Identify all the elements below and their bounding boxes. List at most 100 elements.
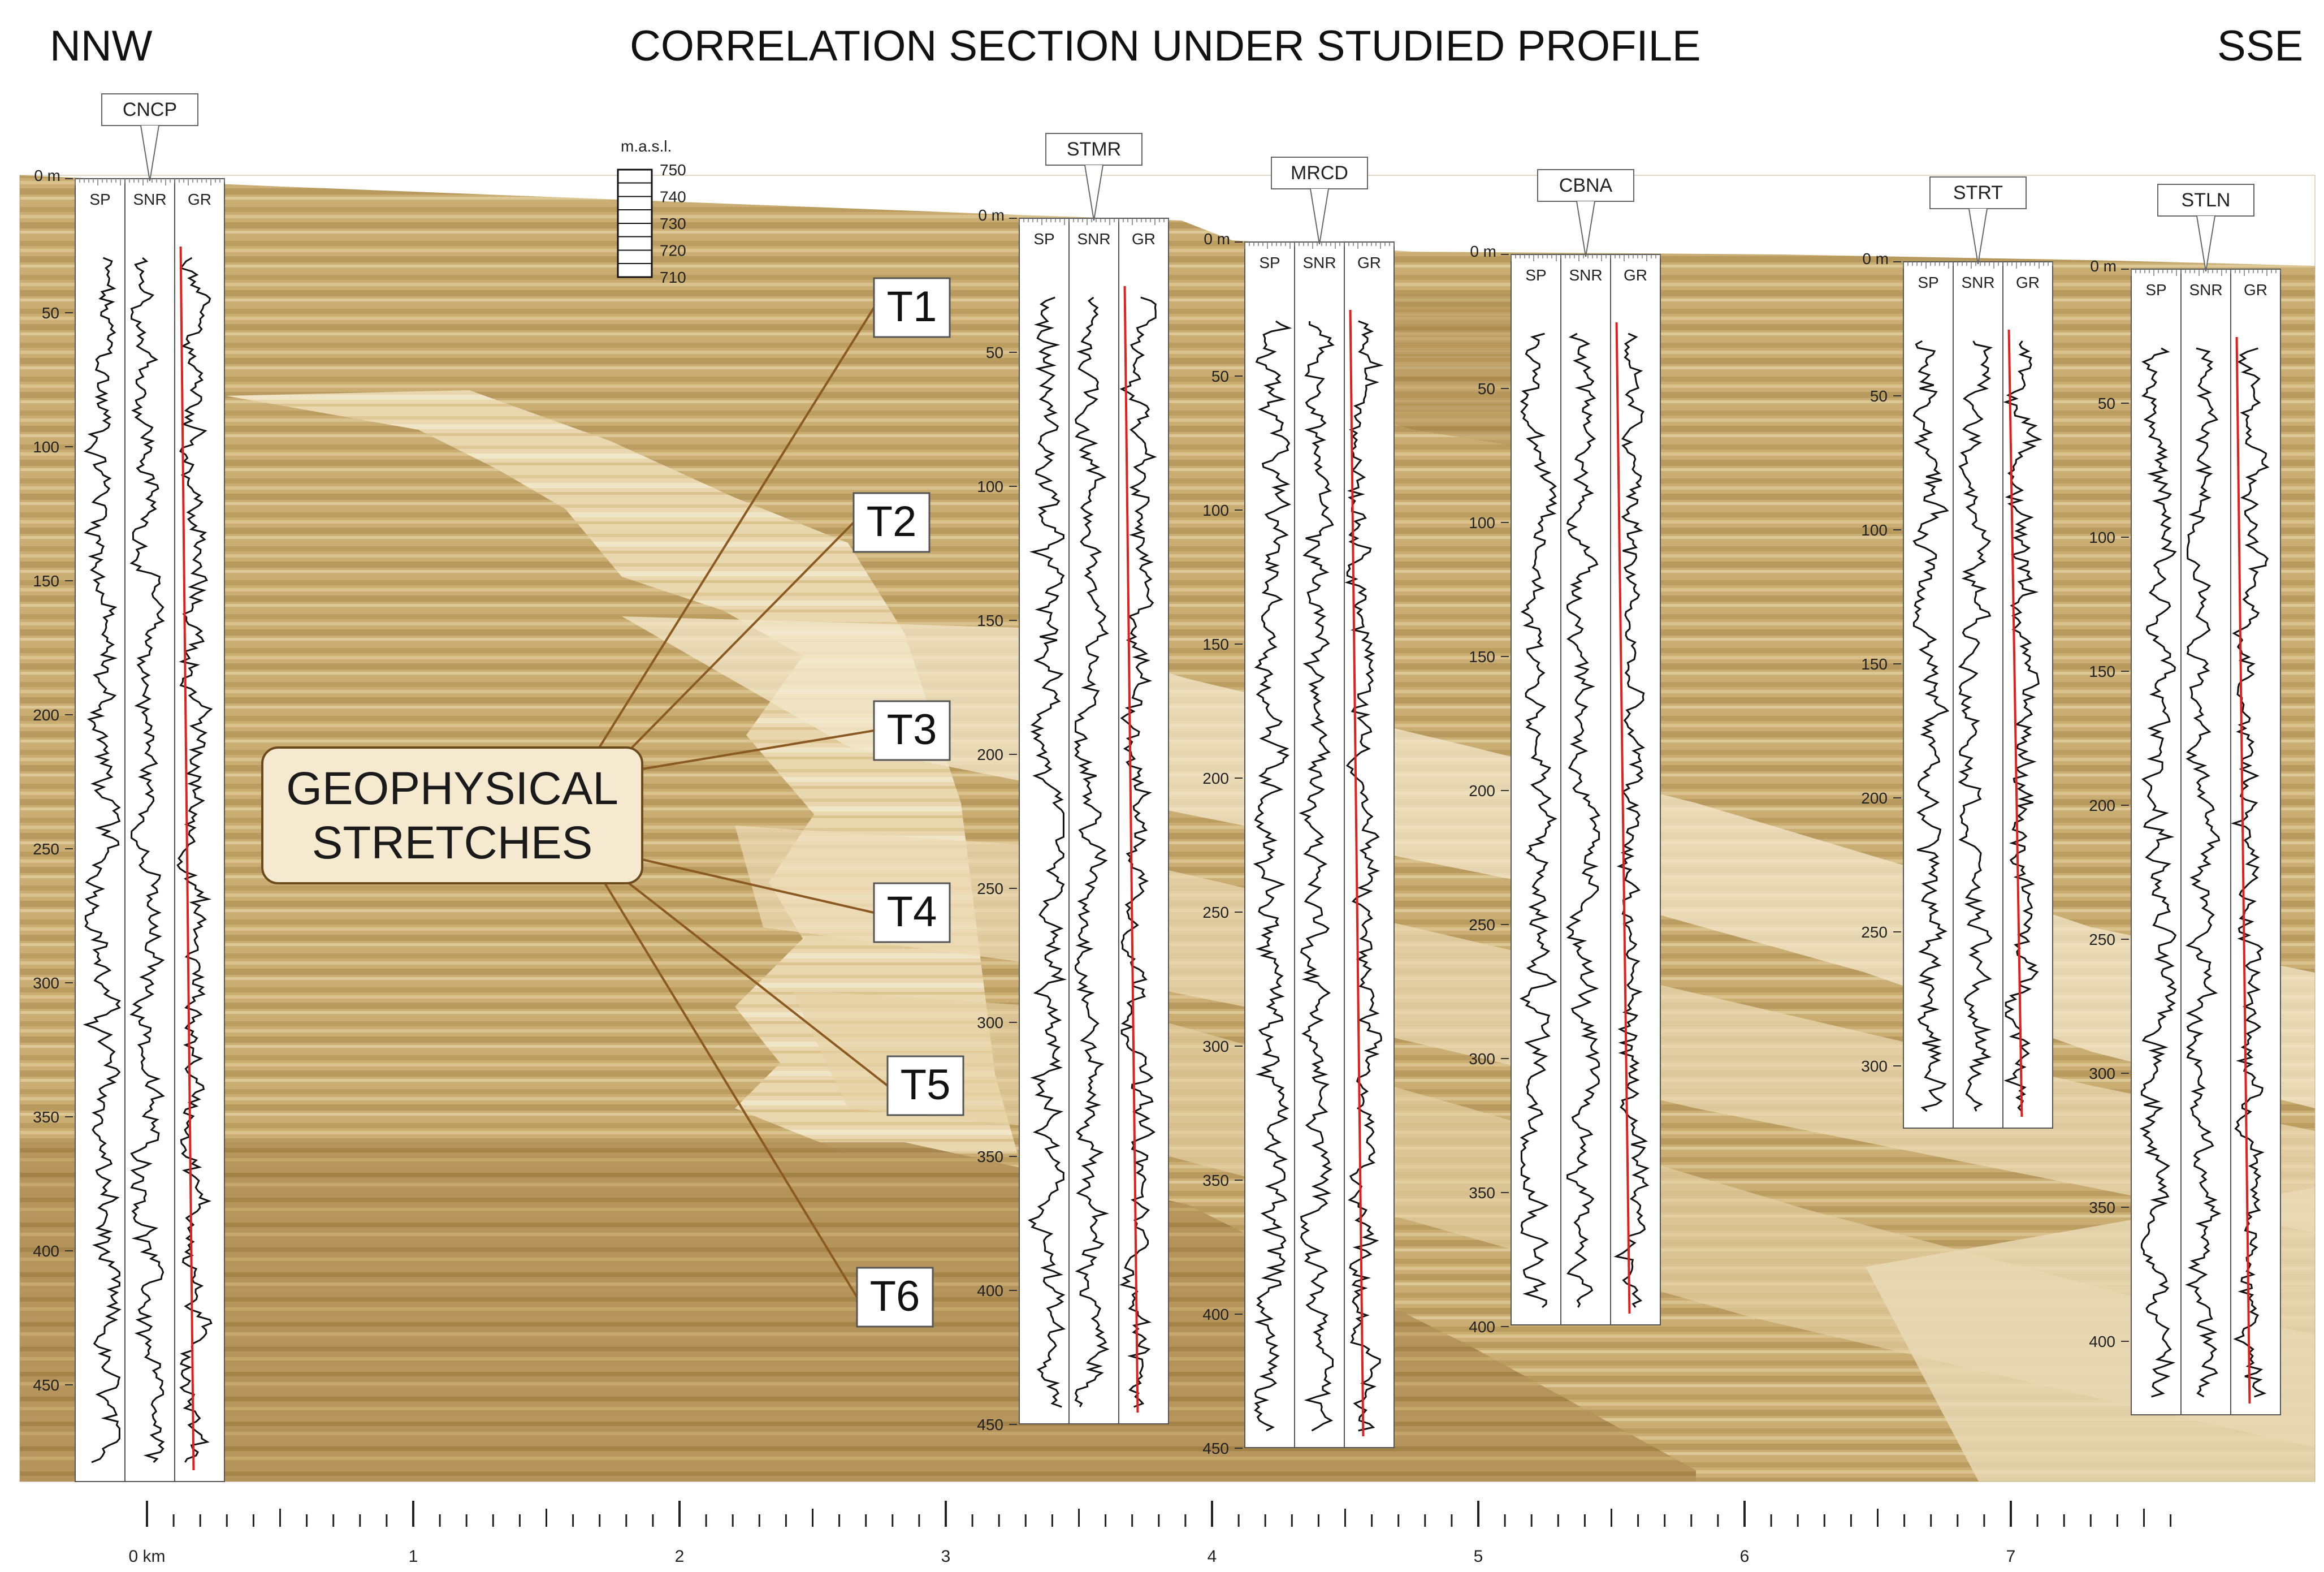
- sp-trace: [1912, 340, 1950, 1112]
- column-label-snr: SNR: [1961, 274, 1994, 291]
- well-label-box: [2157, 184, 2254, 217]
- stretch-box-t3: [873, 700, 951, 761]
- well-label-pointer: [1084, 165, 1103, 221]
- snr-trace: [1299, 321, 1335, 1432]
- elevation-tick-750: 750: [660, 161, 686, 179]
- stretch-label-t6: T6: [870, 1272, 920, 1320]
- depth-label: 0 m: [34, 167, 60, 184]
- sp-trace: [1028, 296, 1067, 1408]
- depth-label: 400: [1202, 1306, 1229, 1323]
- sp-trace: [1253, 320, 1292, 1432]
- gr-trend-line: [2235, 336, 2251, 1404]
- column-label-gr: GR: [2016, 274, 2040, 291]
- depth-label: 50: [2098, 395, 2115, 412]
- well-name: STMR: [1067, 139, 1121, 160]
- depth-label: 300: [1861, 1057, 1888, 1075]
- stretch-box-t6: [856, 1267, 934, 1328]
- depth-label: 400: [977, 1282, 1003, 1299]
- axis-label-km: 0 km: [128, 1547, 165, 1566]
- elevation-tick-740: 740: [660, 188, 686, 206]
- column-label-gr: GR: [2244, 281, 2267, 299]
- depth-label: 50: [1211, 368, 1229, 385]
- elevation-scale: m.a.s.l. 750 740 730 720 710: [617, 137, 686, 286]
- depth-label: 150: [33, 572, 59, 590]
- depth-label: 100: [33, 438, 59, 456]
- depth-label: 250: [977, 880, 1003, 897]
- column-label-sp: SP: [2145, 281, 2166, 299]
- elevation-unit: m.a.s.l.: [621, 137, 672, 155]
- axis-label-km: 5: [1474, 1547, 1483, 1566]
- depth-label: 400: [33, 1242, 59, 1260]
- direction-left: NNW: [50, 22, 153, 70]
- column-label-gr: GR: [1357, 254, 1381, 271]
- depth-label: 350: [33, 1108, 59, 1126]
- well-name: MRCD: [1291, 162, 1348, 184]
- stretch-box-t4: [873, 882, 951, 943]
- column-label-gr: GR: [1132, 230, 1155, 248]
- depth-label: 0 m: [1204, 230, 1230, 248]
- column-label-snr: SNR: [1302, 254, 1336, 271]
- axis-label-km: 3: [941, 1547, 951, 1566]
- depth-label: 150: [977, 612, 1003, 629]
- depth-label: 0 m: [978, 206, 1005, 224]
- well-name: STLN: [2182, 189, 2231, 211]
- depth-label: 50: [1870, 387, 1888, 405]
- gr-trend-line: [179, 246, 195, 1471]
- elevation-tick-720: 720: [660, 242, 686, 260]
- direction-right: SSE: [2217, 22, 2304, 70]
- callout-line-1: GEOPHYSICAL: [286, 763, 618, 814]
- depth-label: 100: [1861, 521, 1888, 539]
- depth-label: 300: [1469, 1050, 1495, 1068]
- depth-label: 200: [33, 706, 59, 724]
- well-label-pointer: [1310, 188, 1329, 245]
- depth-label: 250: [2089, 931, 2115, 948]
- axis-label-km: 7: [2006, 1547, 2016, 1566]
- gr-trend-line: [1349, 309, 1365, 1437]
- depth-label: 200: [2089, 797, 2115, 814]
- snr-trace: [1565, 332, 1601, 1308]
- leader-t4: [642, 858, 875, 914]
- leader-t1: [598, 306, 875, 749]
- sp-trace: [83, 257, 122, 1463]
- depth-label: 150: [1202, 636, 1229, 653]
- callout-line-2: STRETCHES: [312, 817, 593, 869]
- gr-trend-line: [1615, 322, 1631, 1314]
- column-label-gr: GR: [188, 191, 211, 208]
- depth-label: 250: [1202, 904, 1229, 921]
- leader-t6: [604, 882, 858, 1298]
- depth-label: 350: [1469, 1184, 1495, 1202]
- depth-label: 200: [1469, 782, 1495, 800]
- column-label-sp: SP: [1918, 274, 1938, 291]
- well-label-box: [1537, 169, 1634, 202]
- well-name: CNCP: [123, 99, 177, 120]
- callout-box: [261, 746, 643, 884]
- depth-label: 300: [977, 1014, 1003, 1031]
- depth-label: 200: [1202, 770, 1229, 787]
- elevation-tick-730: 730: [660, 215, 686, 232]
- column-label-sp: SP: [1033, 230, 1054, 248]
- depth-label: 0 m: [2090, 257, 2117, 275]
- snr-trace: [2185, 347, 2222, 1398]
- column-label-sp: SP: [1259, 254, 1280, 271]
- section-frame: [19, 175, 2316, 1482]
- log-panel: [2131, 269, 2281, 1415]
- depth-label: 400: [1469, 1318, 1495, 1336]
- depth-label: 250: [1861, 923, 1888, 941]
- depth-label: 150: [1861, 655, 1888, 673]
- depth-label: 200: [1861, 789, 1888, 807]
- well-label-pointer: [1576, 201, 1595, 257]
- depth-label: 100: [1469, 514, 1495, 532]
- elevation-tick-710: 710: [660, 269, 686, 286]
- depth-label: 100: [2089, 529, 2115, 546]
- depth-label: 200: [977, 746, 1003, 763]
- snr-trace: [1958, 340, 1993, 1112]
- snr-trace: [1074, 296, 1110, 1407]
- well-label-pointer: [140, 125, 159, 182]
- leader-t3: [642, 729, 875, 770]
- depth-label: 300: [2089, 1065, 2115, 1082]
